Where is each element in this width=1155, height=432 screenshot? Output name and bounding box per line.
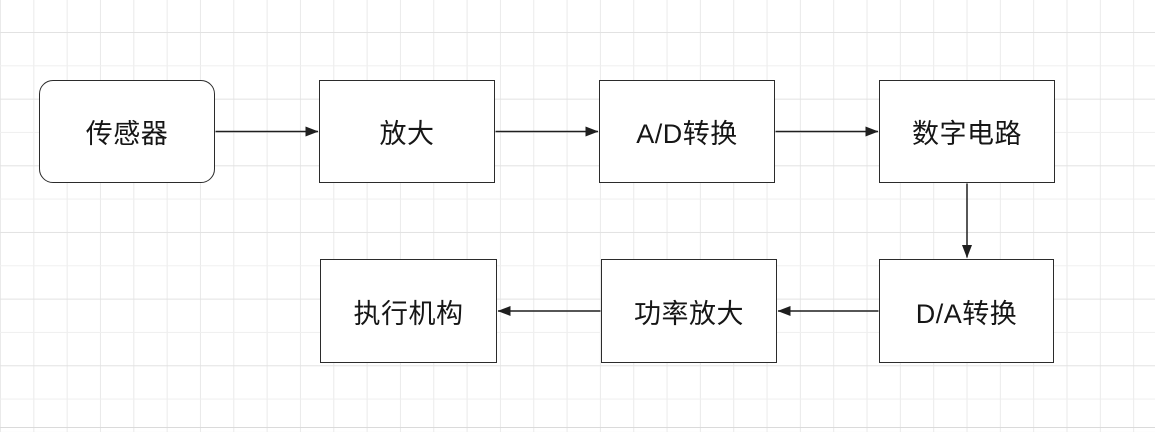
node-power-amplifier-label: 功率放大 <box>634 298 744 329</box>
node-da-converter-label: D/A转换 <box>915 298 1018 329</box>
node-actuator[interactable]: 执行机构 <box>320 259 497 363</box>
node-power-amplifier[interactable]: 功率放大 <box>601 259 777 363</box>
node-digital-circuit[interactable]: 数字电路 <box>879 80 1055 183</box>
node-sensor[interactable]: 传感器 <box>39 80 215 183</box>
node-ad-converter[interactable]: A/D转换 <box>599 80 775 183</box>
node-amplify-label: 放大 <box>379 119 435 149</box>
node-ad-converter-label: A/D转换 <box>636 119 738 149</box>
grid-major-line <box>0 427 1155 428</box>
node-da-converter[interactable]: D/A转换 <box>879 259 1054 363</box>
node-amplify[interactable]: 放大 <box>319 80 495 183</box>
node-sensor-label: 传感器 <box>85 119 169 149</box>
node-digital-circuit-label: 数字电路 <box>912 119 1022 149</box>
node-actuator-label: 执行机构 <box>353 298 464 329</box>
